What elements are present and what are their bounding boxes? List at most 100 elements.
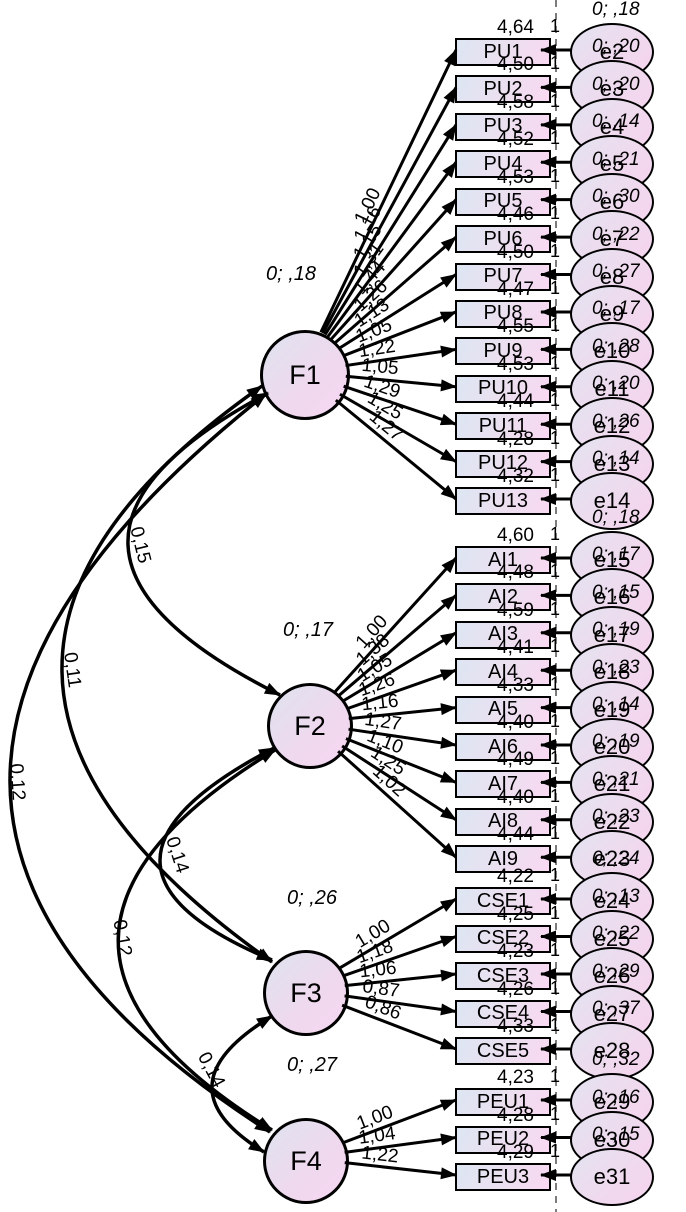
intercept-label-CSE5: 4,33 bbox=[497, 1016, 534, 1037]
error-variance-label-e22: 0; ,21 bbox=[592, 768, 640, 790]
intercept-label-CSE1: 4,22 bbox=[497, 866, 534, 887]
error-path-weight-e4: 1 bbox=[550, 90, 561, 111]
error-path-weight-e7: 1 bbox=[550, 203, 561, 224]
error-variance-label-e18: 0; ,19 bbox=[592, 619, 640, 641]
error-variance-label-e28: 0; ,37 bbox=[592, 998, 640, 1019]
covariance-label-F1-F4: 0,12 bbox=[5, 762, 29, 802]
error-path-weight-e23: 1 bbox=[550, 823, 561, 844]
error-variance-label-e9: 0; ,27 bbox=[592, 260, 640, 282]
error-path-weight-e6: 1 bbox=[550, 165, 561, 186]
covariance-arrow-F1-F4 bbox=[8, 392, 271, 1134]
intercept-label-AI7: 4,49 bbox=[497, 749, 534, 771]
error-variance-label-e29: 0; ,32 bbox=[592, 1049, 640, 1070]
error-path-weight-e18: 1 bbox=[550, 636, 561, 657]
error-variance-label-e17: 0; ,15 bbox=[592, 581, 640, 603]
intercept-label-AI9: 4,44 bbox=[497, 824, 534, 846]
intercept-label-PU1: 4,64 bbox=[497, 17, 534, 38]
intercept-label-PU6: 4,46 bbox=[497, 204, 534, 226]
intercept-label-PEU2: 4,28 bbox=[497, 1104, 534, 1126]
error-variance-label-e27: 0; ,29 bbox=[592, 960, 640, 982]
factor-circle-F2: F2 bbox=[267, 683, 353, 769]
covariance-arrow-F1-F3 bbox=[60, 384, 274, 964]
error-variance-label-e20: 0; ,14 bbox=[592, 694, 640, 715]
error-variance-label-e30: 0; ,16 bbox=[592, 1086, 640, 1108]
intercept-label-PU8: 4,47 bbox=[497, 278, 534, 300]
error-variance-label-e6: 0; ,21 bbox=[592, 148, 640, 170]
error-term-e28: e28 bbox=[570, 1022, 654, 1080]
error-term-e14: e14 bbox=[570, 472, 654, 531]
factor-circle-F3: F3 bbox=[263, 950, 349, 1036]
indicator-box-AI6: AI6 bbox=[455, 733, 551, 761]
error-path-weight-e19: 1 bbox=[550, 673, 561, 694]
intercept-label-PU9: 4,55 bbox=[497, 316, 534, 338]
covariance-label-F1-F2: 0,15 bbox=[125, 524, 155, 566]
error-path-weight-e15: 1 bbox=[550, 524, 561, 544]
intercept-label-CSE3: 4,23 bbox=[497, 941, 534, 962]
error-variance-label-e5: 0; ,14 bbox=[592, 111, 640, 133]
loading-arrow-PU2 bbox=[321, 86, 458, 334]
loading-label-PEU3: 1,22 bbox=[360, 1142, 400, 1168]
error-variance-label-e19: 0; ,23 bbox=[592, 656, 640, 678]
covariance-label-F2-F4: 0,12 bbox=[108, 917, 136, 959]
error-path-weight-e26: 1 bbox=[550, 940, 561, 960]
intercept-label-CSE2: 4,25 bbox=[497, 903, 534, 925]
error-path-weight-e17: 1 bbox=[550, 598, 561, 619]
intercept-label-AI2: 4,48 bbox=[497, 562, 534, 584]
error-path-weight-e14: 1 bbox=[550, 465, 561, 486]
intercept-label-AI6: 4,40 bbox=[497, 712, 534, 733]
intercept-label-PEU1: 4,23 bbox=[497, 1067, 534, 1088]
intercept-label-PU4: 4,52 bbox=[497, 129, 534, 151]
intercept-label-AI1: 4,60 bbox=[497, 525, 534, 546]
error-path-weight-e20: 1 bbox=[550, 711, 561, 731]
indicator-box-PU8: PU8 bbox=[455, 299, 551, 328]
covariance-label-F2-F3: 0,14 bbox=[161, 834, 193, 876]
error-term-e31: e31 bbox=[570, 1148, 654, 1206]
error-path-weight-e16: 1 bbox=[550, 561, 561, 582]
indicator-box-PEU3: PEU3 bbox=[455, 1163, 551, 1191]
loading-arrow-AI1 bbox=[333, 556, 458, 693]
factor-variance-label-F1: 0; ,18 bbox=[266, 263, 317, 285]
indicator-box-PU4: PU4 bbox=[455, 150, 551, 179]
error-variance-label-e3: 0; ,20 bbox=[592, 36, 640, 58]
error-path-weight-e11: 1 bbox=[550, 352, 561, 373]
indicator-box-PU13: PU13 bbox=[455, 487, 551, 516]
factor-variance-label-F4: 0; ,27 bbox=[287, 1054, 338, 1076]
intercept-label-AI4: 4,41 bbox=[497, 637, 534, 659]
error-variance-label-e26: 0; ,22 bbox=[592, 923, 640, 944]
error-path-weight-e30: 1 bbox=[550, 1103, 561, 1124]
covariance-label-F3-F4: 0,14 bbox=[193, 1048, 229, 1092]
error-variance-label-e15: 0; ,18 bbox=[592, 507, 640, 528]
error-path-weight-e25: 1 bbox=[550, 902, 561, 923]
error-variance-label-e31: 0; ,15 bbox=[592, 1124, 640, 1145]
intercept-label-PEU3: 4,29 bbox=[497, 1142, 534, 1163]
error-path-weight-e31: 1 bbox=[550, 1141, 561, 1161]
intercept-label-PU12: 4,28 bbox=[497, 428, 534, 450]
indicator-box-PU12: PU12 bbox=[455, 449, 551, 478]
factor-variance-label-F2: 0; ,17 bbox=[283, 619, 334, 641]
error-variance-label-e21: 0; ,19 bbox=[592, 731, 640, 753]
loading-arrow-PEU3 bbox=[344, 1161, 457, 1180]
error-path-weight-e9: 1 bbox=[550, 277, 561, 298]
error-variance-label-e13: 0; ,26 bbox=[592, 410, 640, 432]
error-variance-label-e2: 0; ,18 bbox=[592, 0, 640, 20]
intercept-label-AI5: 4,33 bbox=[497, 674, 534, 696]
indicator-box-AI8: AI8 bbox=[455, 807, 551, 836]
indicator-box-AI4: AI4 bbox=[455, 658, 551, 687]
indicator-box-AI2: AI2 bbox=[455, 583, 551, 612]
error-variance-label-e23: 0; ,23 bbox=[592, 806, 640, 828]
error-variance-label-e25: 0; ,13 bbox=[592, 885, 640, 907]
indicator-box-PU11: PU11 bbox=[455, 412, 551, 441]
error-path-weight-e27: 1 bbox=[550, 977, 561, 998]
error-path-weight-e2: 1 bbox=[550, 16, 561, 36]
error-path-weight-e29: 1 bbox=[550, 1066, 561, 1086]
intercept-label-CSE4: 4,26 bbox=[497, 978, 534, 1000]
error-path-weight-e5: 1 bbox=[550, 128, 561, 149]
intercept-label-PU2: 4,50 bbox=[497, 54, 534, 76]
factor-circle-F1: F1 bbox=[260, 330, 350, 420]
error-path-weight-e12: 1 bbox=[550, 390, 561, 411]
error-variance-label-e24: 0; ,24 bbox=[592, 848, 640, 869]
error-variance-label-e14: 0; ,14 bbox=[592, 448, 640, 470]
intercept-label-PU5: 4,53 bbox=[497, 166, 534, 188]
error-path-weight-e28: 1 bbox=[550, 1015, 561, 1035]
